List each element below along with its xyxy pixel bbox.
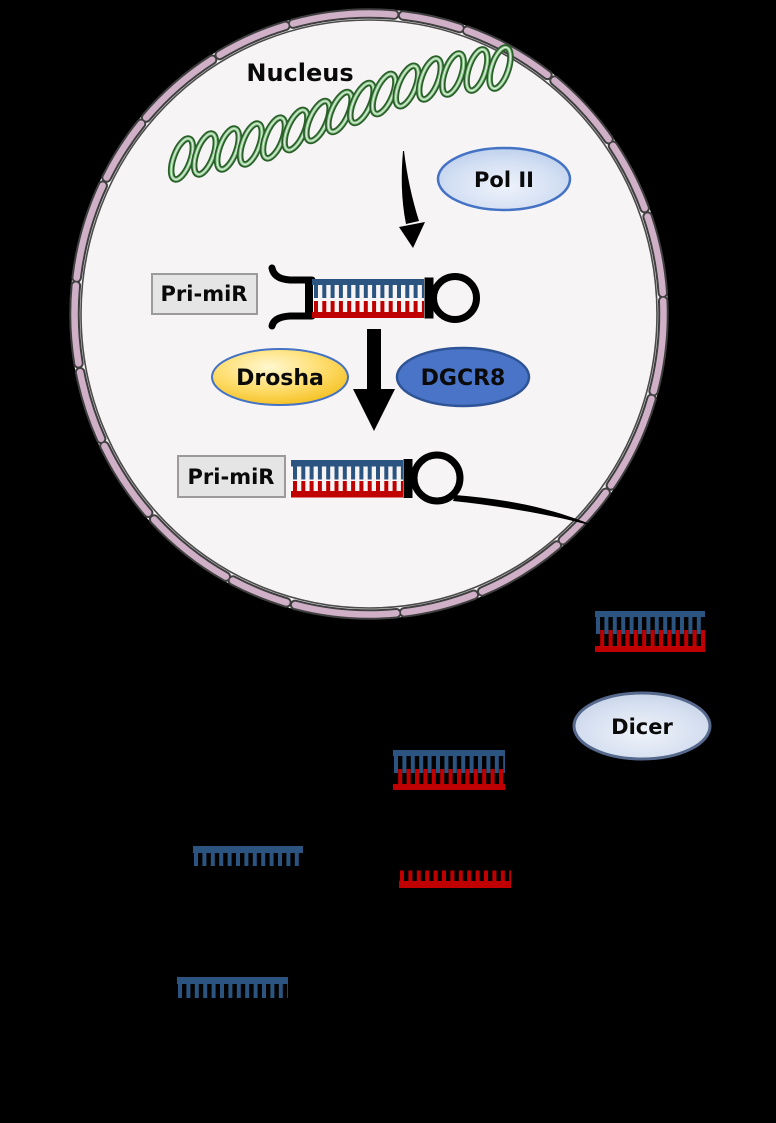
nucleus-label: Nucleus xyxy=(246,59,353,87)
hairpin1-red-strand xyxy=(312,312,424,318)
transcription-arrow xyxy=(399,151,425,248)
hairpin1-flank-bottom xyxy=(268,312,316,330)
pri-mir-label-box-2: Pri-miR xyxy=(177,455,286,498)
pri-mir-label-box-1: Pri-miR xyxy=(151,273,258,315)
strand-blue1-backbone xyxy=(193,846,303,853)
mirna-single-strand-blue-1 xyxy=(193,846,303,866)
strand-blue2-backbone xyxy=(177,977,288,984)
nuclear-membrane-segments xyxy=(71,10,667,618)
mirna-single-strand-blue-2 xyxy=(177,977,288,998)
mirna-duplex-2 xyxy=(393,750,505,790)
drosha-ellipse xyxy=(211,348,349,406)
mirna-duplex-1 xyxy=(595,611,705,652)
pri-mir-hairpin-1 xyxy=(268,264,480,330)
pol2-label: Pol II xyxy=(474,168,534,192)
dgcr8-protein: DGCR8 xyxy=(395,346,531,408)
nuclear-envelope-line xyxy=(80,19,658,609)
hairpin1-flank-top xyxy=(268,264,316,284)
dicer-label: Dicer xyxy=(611,715,673,739)
dicer-enzyme: Dicer xyxy=(572,691,712,761)
dicer-ellipse xyxy=(572,691,712,761)
hairpin1-loop xyxy=(430,273,480,323)
pri-mir-label-2: Pri-miR xyxy=(188,465,275,489)
pri-mir-label-1: Pri-miR xyxy=(161,282,248,306)
duplex1-red-strand xyxy=(595,646,705,652)
drosha-enzyme: Drosha xyxy=(211,348,349,406)
duplex1-blue-strand xyxy=(595,611,705,617)
pri-mir-box-1 xyxy=(151,273,258,315)
mirna-single-strand-red xyxy=(399,870,511,888)
pol2-enzyme: Pol II xyxy=(436,146,572,212)
hairpin2-blue-strand xyxy=(291,460,403,467)
strand-red-backbone xyxy=(399,881,511,888)
hairpin2-loop xyxy=(410,451,464,505)
hairpin1-blue-strand xyxy=(312,279,424,285)
dgcr8-ellipse xyxy=(395,346,531,408)
drosha-label: Drosha xyxy=(236,366,324,391)
dgcr8-label: DGCR8 xyxy=(421,366,506,391)
nuclear-export-line xyxy=(453,495,597,527)
pri-mir-box-2 xyxy=(177,455,286,498)
processing-arrow xyxy=(353,329,395,431)
duplex2-red-strand xyxy=(393,784,505,790)
duplex2-blue-strand xyxy=(393,750,505,756)
pri-mir-hairpin-2 xyxy=(291,451,464,505)
pol2-ellipse xyxy=(436,146,572,212)
hairpin2-red-strand xyxy=(291,491,403,498)
